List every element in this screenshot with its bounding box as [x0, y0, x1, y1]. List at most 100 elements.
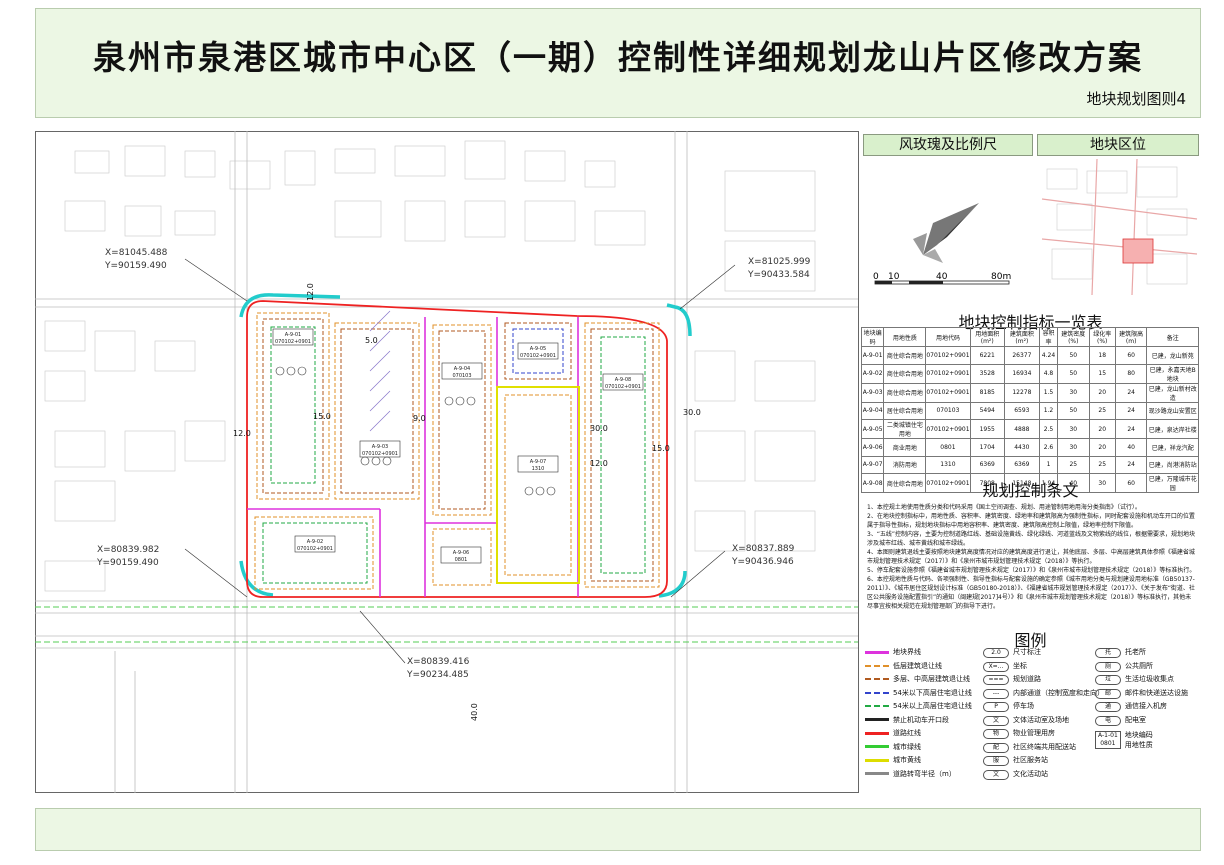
- table-cell: 已建，尚港消防站: [1146, 455, 1199, 474]
- table-cell: A-9-06: [860, 438, 885, 457]
- table-header-cell: 容积率: [1038, 327, 1059, 347]
- legend-item: 54米以下高层住宅退让线: [865, 688, 972, 698]
- legend-item: 禁止机动车开口段: [865, 715, 949, 725]
- parcel-A-9-06[interactable]: A-9-06 0801: [440, 546, 482, 564]
- svg-text:070102+0901: 070102+0901: [297, 546, 333, 552]
- table-cell: 24: [1114, 382, 1148, 403]
- legend-swatch: [865, 718, 889, 721]
- svg-text:070102+0901: 070102+0901: [605, 384, 641, 390]
- table-cell: 30: [1057, 438, 1090, 457]
- table-cell: 1.2: [1038, 401, 1059, 420]
- code-desc-bottom: 用地性质: [1124, 741, 1153, 749]
- table-cell: 50: [1057, 346, 1090, 365]
- parcel-A-9-04[interactable]: A-9-04 070103: [441, 362, 483, 380]
- compass-scale-header: 风玫瑰及比例尺: [863, 134, 1033, 156]
- table-header-cell: 建筑密度(%): [1057, 327, 1090, 347]
- table-cell: A-9-04: [860, 401, 885, 420]
- parcel-A-9-02[interactable]: A-9-02 070102+0901: [294, 535, 336, 553]
- svg-text:X=80839.982: X=80839.982: [97, 545, 159, 555]
- parcel-A-9-07[interactable]: A-9-07 1310: [517, 455, 559, 473]
- table-cell: 25: [1057, 455, 1090, 474]
- legend-item: 文文化活动站: [983, 769, 1048, 780]
- legend-label: 城市绿线: [893, 742, 921, 751]
- parcel-A-9-03[interactable]: A-9-03 070102+0901: [359, 440, 401, 458]
- table-cell: 现沙路龙山安置区: [1146, 401, 1199, 420]
- parcel-A-9-05[interactable]: A-9-05 070102+0901: [517, 342, 559, 360]
- legend-symbol: 配: [983, 742, 1009, 753]
- legend-item: 城市黄线: [865, 755, 921, 765]
- table-cell: 1955: [969, 419, 1005, 439]
- legend-label: 禁止机动车开口段: [893, 715, 949, 724]
- legend-symbol: ===: [983, 675, 1009, 685]
- regulations-title: 规划控制条文: [982, 481, 1079, 500]
- green-strip: [35, 606, 858, 643]
- legend-swatch: [865, 664, 889, 667]
- legend-item: ---内部通道（控制宽度和走向）: [983, 688, 1104, 699]
- table-cell: 070102+0901: [925, 419, 971, 439]
- site-map[interactable]: A-9-01 070102+0901 A-9-02 070102+0901 A-…: [35, 131, 858, 793]
- legend-item: 服社区服务站: [983, 755, 1048, 766]
- legend-item: ===规划道路: [983, 674, 1041, 685]
- table-header-cell: 绿化率(%): [1088, 327, 1116, 347]
- parcel-A-9-01[interactable]: A-9-01 070102+0901: [272, 328, 314, 346]
- basemap: [44, 140, 816, 592]
- svg-text:Y=90436.946: Y=90436.946: [731, 557, 794, 567]
- legend-symbol: 托: [1095, 648, 1121, 658]
- svg-text:12.0: 12.0: [306, 283, 315, 301]
- legend-swatch: [865, 772, 889, 775]
- regulation-item: 5、停车配套设施参照《福建省城市规划管理技术规定（2017）》和《泉州市城市规划…: [867, 567, 1196, 574]
- legend-symbol: 邮: [1095, 688, 1121, 699]
- dimension-labels: 12.0 30.0 40.0 15.0 12.0 9.0 5.0 30.0 12…: [233, 283, 701, 721]
- info-panel: 风玫瑰及比例尺 地块区位 0 10 40 80m 地块控制指标一览表 地块编码用…: [858, 131, 1201, 793]
- svg-text:X=80839.416: X=80839.416: [407, 657, 470, 667]
- table-cell: 6593: [1003, 401, 1040, 420]
- legend-swatch: [865, 705, 889, 707]
- table-cell: 16934: [1003, 363, 1040, 384]
- table-cell: 070102+0901: [925, 346, 971, 365]
- legend-label: 地块界线: [893, 648, 921, 656]
- regulation-item: 4、本图则建筑退线主要按照地块建筑高度情况对应的建筑高度进行退让，其他底层、多层…: [867, 549, 1195, 565]
- table-cell: 24: [1114, 419, 1148, 439]
- legend-symbol: ---: [983, 688, 1009, 699]
- legend-symbol: 服: [983, 756, 1009, 766]
- table-cell: 二类城镇住宅用地: [883, 419, 927, 439]
- facility-icons: [275, 366, 556, 496]
- legend-label: 尺寸标注: [1013, 648, 1041, 656]
- svg-text:Y=90159.490: Y=90159.490: [104, 261, 167, 271]
- legend-swatch: [865, 678, 889, 680]
- header-band: 泉州市泉港区城市中心区（一期）控制性详细规划龙山片区修改方案 地块规划图则4: [35, 8, 1201, 118]
- scale-tick-80: 80m: [991, 272, 1011, 282]
- legend-label: 物业管理用房: [1013, 729, 1055, 737]
- parcel-A-9-08[interactable]: A-9-08 070102+0901: [602, 373, 644, 391]
- svg-text:15.0: 15.0: [313, 412, 331, 421]
- legend-symbol: 厕: [1095, 661, 1121, 672]
- svg-text:A-9-08: A-9-08: [615, 377, 631, 383]
- legend-label: 54米以下高层住宅退让线: [893, 688, 972, 697]
- svg-text:X=81045.488: X=81045.488: [105, 248, 168, 258]
- table-cell: 已建，龙山新村改造: [1146, 382, 1199, 403]
- parcel-labels: A-9-01 070102+0901 A-9-02 070102+0901 A-…: [272, 328, 644, 564]
- table-cell: 18: [1088, 346, 1116, 365]
- legend-symbol: 文: [983, 769, 1009, 780]
- table-header-cell: 用地性质: [883, 327, 927, 347]
- legend-label: 文化活动站: [1013, 769, 1048, 778]
- legend-item: 厕公共厕所: [1095, 661, 1153, 672]
- table-header-cell: 建筑限高(m): [1114, 327, 1148, 347]
- legend-label: 54米以上高层住宅退让线: [893, 702, 972, 710]
- table-header-cell: 地块编码: [860, 327, 885, 347]
- svg-text:12.0: 12.0: [233, 429, 251, 438]
- cyan-boundary: [239, 293, 692, 598]
- regulation-item: 2、在地块控制指标中，用地性质、容积率、建筑密度、绿地率和建筑限高为强制性指标，…: [867, 513, 1195, 529]
- table-cell: 6369: [1003, 455, 1040, 474]
- table-cell: 8185: [969, 382, 1005, 403]
- table-cell: 50: [1057, 401, 1090, 420]
- table-cell: 12278: [1003, 382, 1040, 403]
- legend-item: 托托老所: [1095, 647, 1146, 658]
- location-header: 地块区位: [1037, 134, 1199, 156]
- legend-label: 低层建筑退让线: [893, 661, 942, 670]
